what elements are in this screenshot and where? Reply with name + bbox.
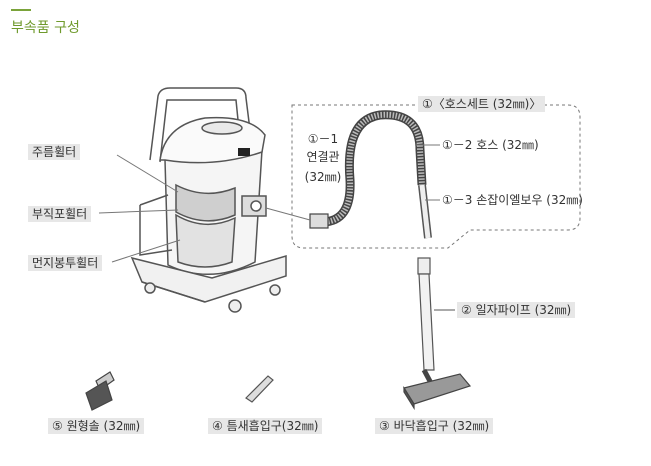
label-straight-pipe: ② 일자파이프 (32㎜) [457,302,576,318]
label-dust-bag-filter: 먼지봉투휠터 [28,255,103,271]
title-accent-bar [11,9,31,11]
label-floor-nozzle: ③ 바닥흡입구 (32㎜) [375,418,494,434]
hose-set-boundary [291,104,581,249]
hose-leader-lines [415,144,440,201]
label-connector-number: ①－1 [307,132,339,146]
vacuum-cleaner [130,87,287,313]
label-round-brush: ⑤ 원형솔 (32㎜) [48,418,145,434]
round-brush-drawing [85,371,115,411]
label-hose: ①－2 호스 (32㎜) [442,138,539,152]
page-title: 부속품 구성 [11,20,80,36]
floor-nozzle-drawing [403,368,472,411]
label-connector-name: 연결관 [306,150,340,164]
label-connector-size: (32㎜) [304,170,342,184]
label-handle-elbow: ①－3 손잡이엘보우 (32㎜) [442,193,583,207]
label-hose-set: ①〈호스세트 (32㎜)〉 [418,96,546,112]
label-crevice-nozzle: ④ 틈새흡입구(32㎜) [208,418,323,434]
filter-leader-lines [98,154,181,263]
hose-drawing [309,110,432,239]
straight-pipe-drawing [417,257,455,371]
label-cloth-filter: 부직포휠터 [28,206,92,222]
crevice-nozzle-drawing [245,375,274,403]
label-pleated-filter: 주름휠터 [28,144,81,160]
